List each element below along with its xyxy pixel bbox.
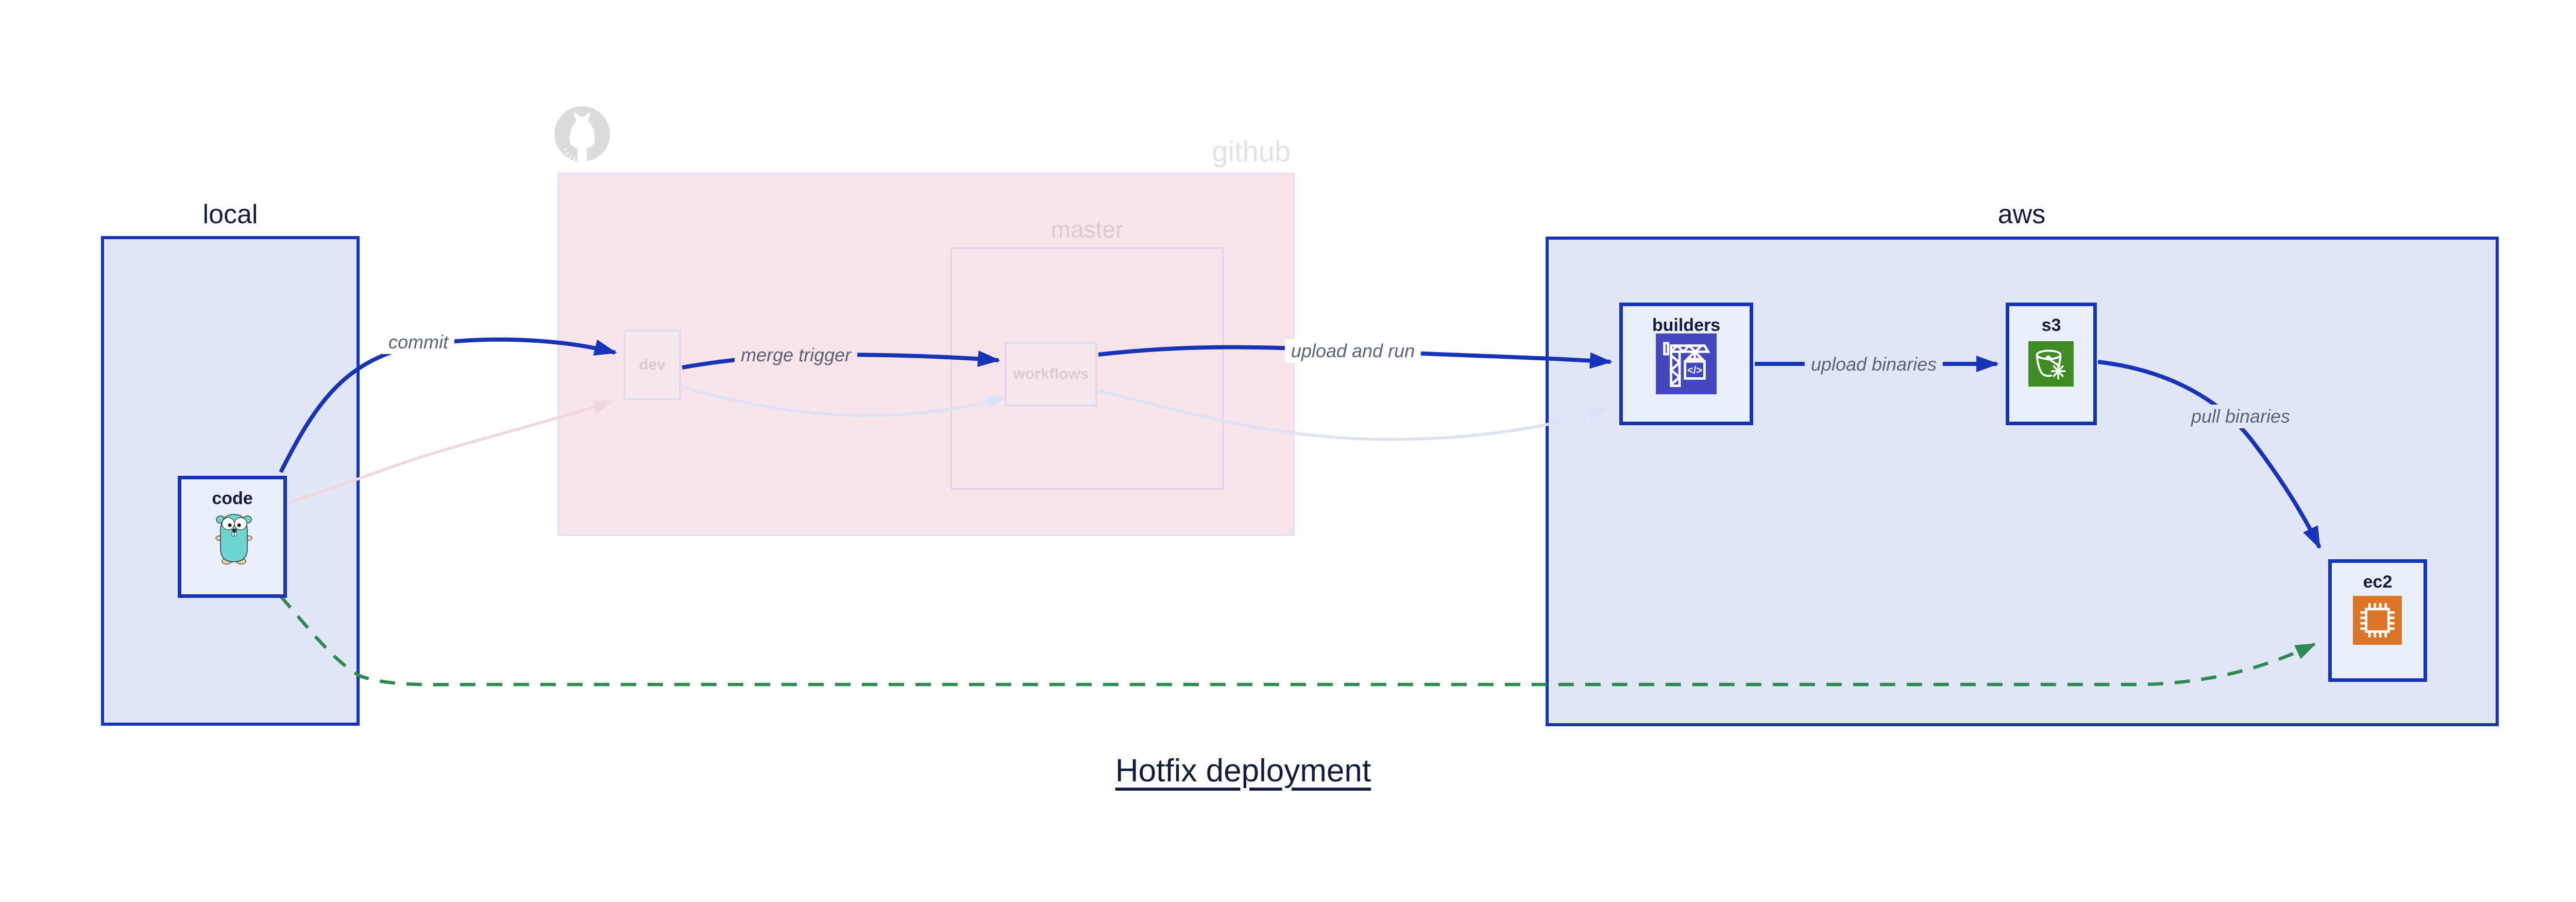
diagram-title: Hotfix deployment bbox=[1115, 753, 1371, 789]
ec2-chip-icon bbox=[2353, 596, 2402, 645]
edge-label-commit: commit bbox=[382, 330, 454, 354]
svg-text:</>: </> bbox=[1687, 365, 1702, 376]
edge-pull-binaries bbox=[2097, 360, 2321, 549]
edge-run-faded bbox=[1098, 389, 1607, 441]
node-workflows-label: workflows bbox=[1013, 365, 1089, 382]
s3-glacier-bucket-icon bbox=[2028, 341, 2074, 387]
edge-label-pull-binaries: pull binaries bbox=[2184, 405, 2297, 428]
node-s3-label: s3 bbox=[2041, 315, 2061, 335]
node-ec2-label: ec2 bbox=[2363, 572, 2393, 592]
node-dev-label: dev bbox=[639, 356, 666, 373]
github-octocat-icon bbox=[554, 106, 610, 162]
github-container-label: github bbox=[1212, 135, 1291, 168]
master-container bbox=[951, 247, 1224, 490]
local-container-label: local bbox=[202, 199, 258, 229]
go-gopher-icon bbox=[215, 514, 252, 565]
node-dev: dev bbox=[623, 330, 681, 400]
node-workflows: workflows bbox=[1005, 342, 1097, 407]
master-container-label: master bbox=[1050, 216, 1124, 243]
edge-label-merge-trigger: merge trigger bbox=[734, 343, 858, 367]
node-builders-label: builders bbox=[1652, 315, 1721, 335]
edge-merge-faded bbox=[682, 385, 1007, 417]
edge-commit-faded bbox=[287, 400, 613, 505]
edge-label-upload-binaries: upload binaries bbox=[1804, 353, 1943, 376]
edge-label-upload-and-run: upload and run bbox=[1284, 339, 1421, 363]
aws-container-label: aws bbox=[1997, 199, 2046, 229]
codebuild-crane-icon: </> bbox=[1656, 333, 1717, 394]
edge-commit bbox=[279, 337, 617, 473]
node-code-label: code bbox=[212, 489, 253, 508]
edge-hotfix-dashed bbox=[279, 594, 2316, 687]
node-code: code bbox=[178, 476, 287, 598]
